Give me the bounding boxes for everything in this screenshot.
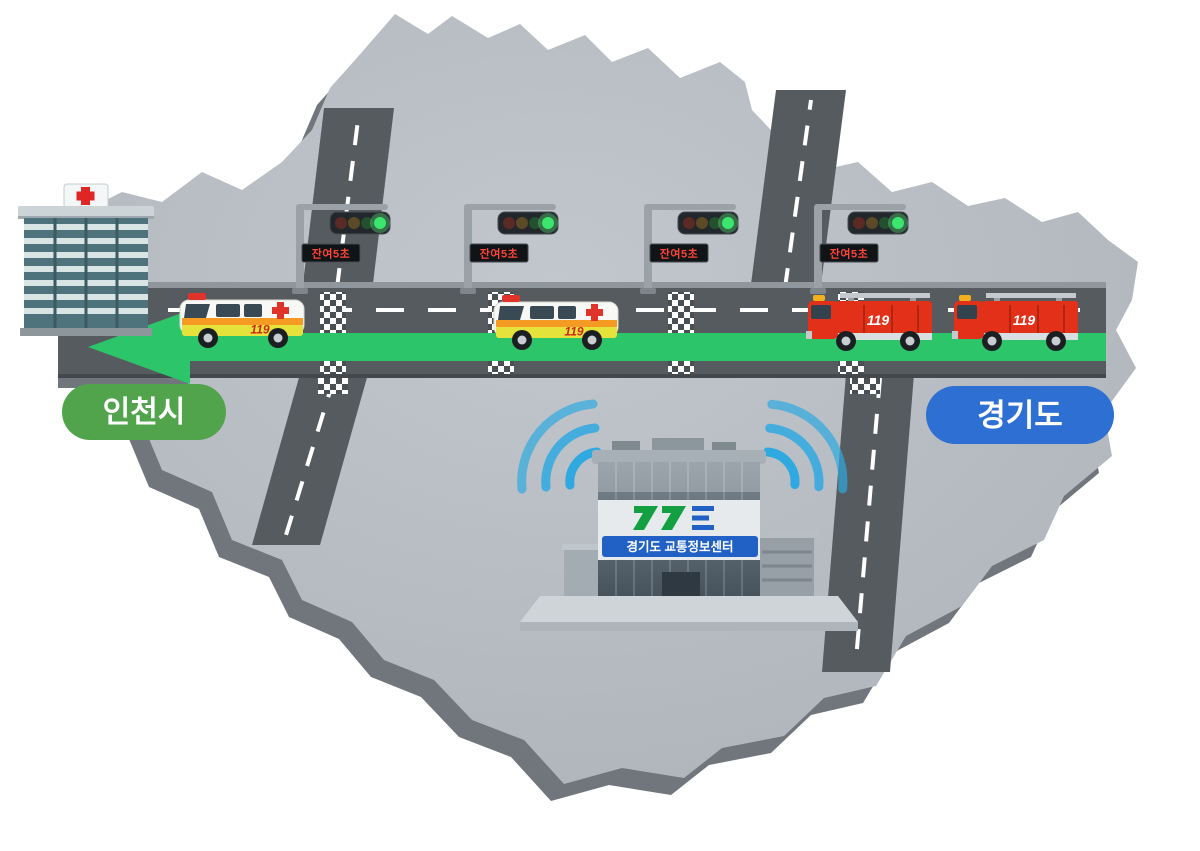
- wifi-arc-icon: [541, 423, 600, 492]
- gyeonggi-label-pill: 경기도: [926, 386, 1114, 444]
- crosswalk-checker: [850, 378, 880, 394]
- roof-slab: [592, 450, 766, 464]
- crosswalk-checker: [318, 378, 348, 394]
- wifi-waves-right: [763, 399, 848, 494]
- traffic-center-name: 경기도 교통정보센터: [627, 539, 734, 554]
- wifi-arc-icon: [517, 399, 598, 494]
- entrance: [662, 572, 700, 596]
- incheon-label: 인천시: [103, 396, 186, 429]
- hospital-roof: [18, 206, 154, 218]
- crosswalk-checker: [668, 292, 694, 333]
- crosswalk-checker: [320, 361, 346, 374]
- traffic-center-logo-icon: [633, 506, 714, 530]
- plaza-base: [520, 596, 858, 622]
- road-edge-bottom: [58, 374, 1106, 378]
- gyeonggi-label: 경기도: [977, 398, 1063, 433]
- traffic-center-building: 경기도 교통정보센터: [520, 438, 858, 631]
- hospital-windows: [24, 218, 148, 328]
- crosswalk-checker: [838, 361, 864, 374]
- rooftop-unit: [712, 442, 736, 453]
- hospital-base: [20, 328, 152, 336]
- crosswalk-checker: [488, 361, 514, 374]
- hospital-cross-icon: [76, 187, 95, 205]
- wifi-arc-icon: [765, 423, 824, 492]
- wifi-arc-icon: [767, 399, 848, 494]
- traffic-center-banner: [602, 536, 758, 557]
- annex-left: [564, 548, 598, 596]
- wifi-arc-icon: [763, 447, 800, 490]
- incheon-label-pill: 인천시: [62, 384, 226, 440]
- hospital-building: [18, 183, 154, 336]
- plaza-edge: [520, 622, 858, 631]
- road-curb-top: [58, 282, 1106, 288]
- green-lane-arrow-icon: [88, 310, 190, 384]
- crosswalk-checker: [320, 292, 346, 333]
- crosswalk-checker: [668, 361, 694, 374]
- rooftop-unit: [652, 438, 704, 453]
